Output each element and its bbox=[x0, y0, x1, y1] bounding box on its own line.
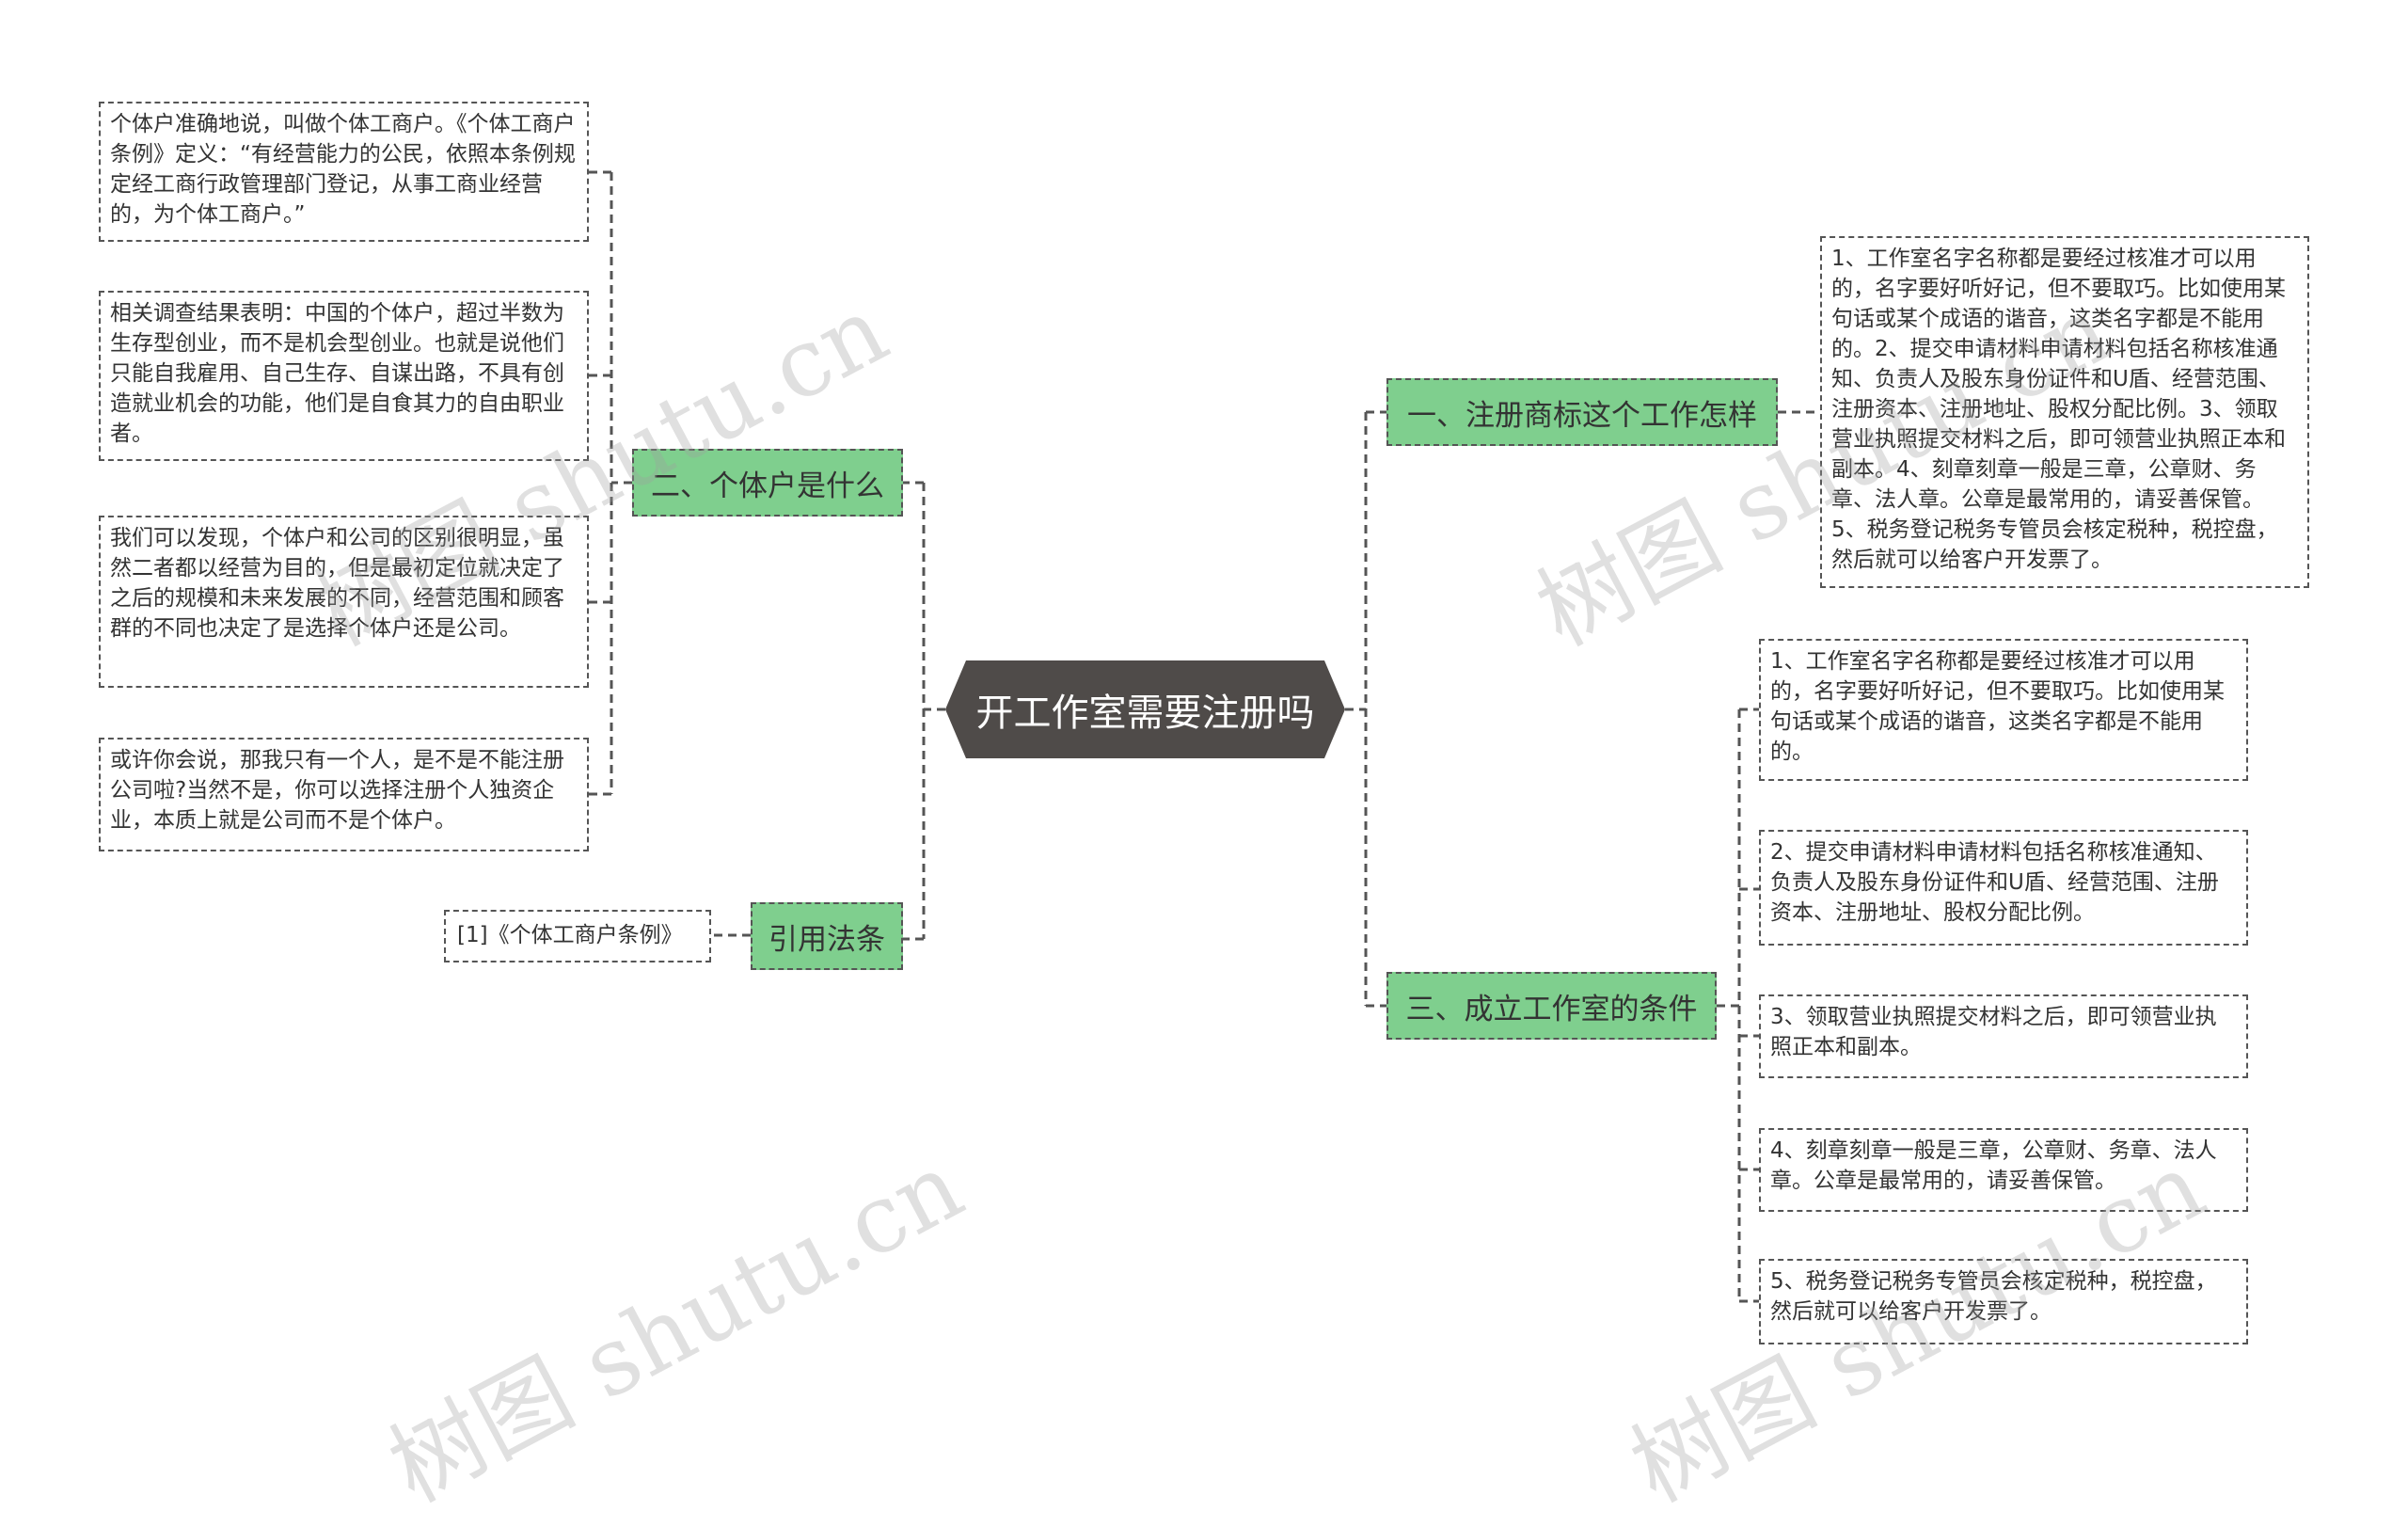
leaf-registration-steps[interactable]: 1、工作室名字名称都是要经过核准才可以用的，名字要好听好记，但不要取巧。比如使用… bbox=[1820, 236, 2309, 588]
branch-trademark-registration[interactable]: 一、注册商标这个工作怎样 bbox=[1386, 378, 1778, 446]
leaf-survey-result[interactable]: 相关调查结果表明：中国的个体户，超过半数为生存型创业，而不是机会型创业。也就是说… bbox=[99, 291, 589, 461]
branch-studio-conditions[interactable]: 三、成立工作室的条件 bbox=[1386, 972, 1717, 1040]
leaf-condition-3[interactable]: 3、领取营业执照提交材料之后，即可领营业执照正本和副本。 bbox=[1759, 994, 2248, 1078]
leaf-difference[interactable]: 我们可以发现，个体户和公司的区别很明显，虽然二者都以经营为目的，但是最初定位就决… bbox=[99, 516, 589, 688]
branch-legal-reference[interactable]: 引用法条 bbox=[751, 902, 903, 970]
branch-what-is-sole-proprietor[interactable]: 二、个体户是什么 bbox=[632, 449, 903, 517]
leaf-condition-4[interactable]: 4、刻章刻章一般是三章，公章财、务章、法人章。公章是最常用的，请妥善保管。 bbox=[1759, 1128, 2248, 1212]
leaf-condition-2[interactable]: 2、提交申请材料申请材料包括名称核准通知、负责人及股东身份证件和U盾、经营范围、… bbox=[1759, 830, 2248, 946]
root-node[interactable]: 开工作室需要注册吗 bbox=[945, 660, 1345, 758]
connector-lines bbox=[589, 170, 1820, 1303]
leaf-condition-5[interactable]: 5、税务登记税务专管员会核定税种，税控盘，然后就可以给客户开发票了。 bbox=[1759, 1259, 2248, 1344]
leaf-regulation-citation[interactable]: [1]《个体工商户条例》 bbox=[444, 910, 711, 962]
leaf-condition-1[interactable]: 1、工作室名字名称都是要经过核准才可以用的，名字要好听好记，但不要取巧。比如使用… bbox=[1759, 639, 2248, 781]
leaf-definition[interactable]: 个体户准确地说，叫做个体工商户。《个体工商户条例》定义：“有经营能力的公民，依照… bbox=[99, 102, 589, 242]
leaf-single-person[interactable]: 或许你会说，那我只有一个人，是不是不能注册公司啦?当然不是，你可以选择注册个人独… bbox=[99, 738, 589, 851]
